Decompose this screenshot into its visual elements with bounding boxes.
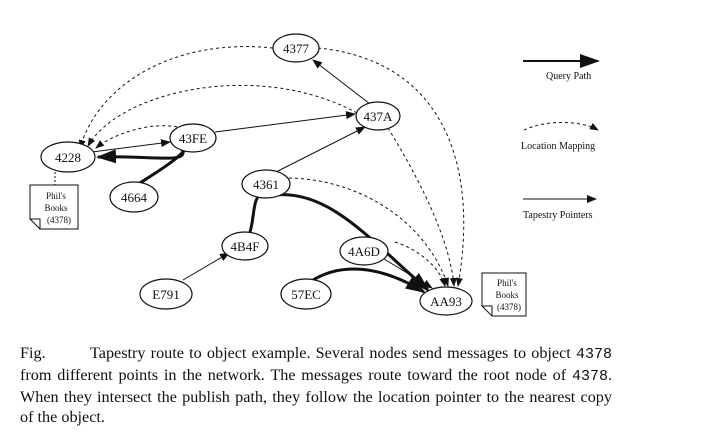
node-4a6d: 4A6D bbox=[339, 236, 389, 266]
pointer-437a-4377 bbox=[312, 59, 371, 105]
location-mapping-437a-4228 bbox=[87, 84, 358, 147]
legend-query-path-label: Query Path bbox=[546, 71, 591, 82]
node-label-4377: 4377 bbox=[283, 41, 310, 56]
caption-fig-label: Fig. bbox=[20, 344, 46, 362]
query-4664-43fe bbox=[139, 145, 190, 185]
query-path-edges bbox=[96, 145, 430, 294]
node-4b4f: 4B4F bbox=[221, 231, 269, 261]
node-437a: 437A bbox=[355, 101, 401, 131]
location-mapping-4a6d-aa93 bbox=[394, 241, 447, 287]
caption-text-2: from different points in the network. Th… bbox=[20, 366, 572, 384]
node-label-4361: 4361 bbox=[253, 177, 279, 192]
document-right-line-3: (4378) bbox=[497, 302, 521, 312]
node-4664: 4664 bbox=[109, 181, 159, 213]
node-43fe: 43FE bbox=[169, 123, 217, 153]
node-label-437a: 437A bbox=[364, 109, 394, 124]
node-label-4b4f: 4B4F bbox=[231, 239, 260, 254]
location-mapping-4377-aa93 bbox=[317, 47, 465, 287]
node-e791: E791 bbox=[139, 278, 193, 310]
node-label-4228: 4228 bbox=[55, 150, 81, 165]
query-57ec-aa93 bbox=[309, 267, 426, 294]
location-mapping-4377-4228 bbox=[78, 46, 274, 149]
document-left-line-2: Books bbox=[44, 203, 68, 213]
location-mapping-4361-aa93 bbox=[288, 177, 449, 287]
location-mapping-437a-aa93 bbox=[387, 127, 457, 287]
node-57ec: 57EC bbox=[280, 278, 332, 310]
pointer-e791-4b4f bbox=[182, 252, 230, 281]
document-right-line-1: Phil's bbox=[497, 278, 517, 288]
legend: Query Path Location Mapping Tapestry Poi… bbox=[521, 54, 600, 221]
figure-caption: Fig. Tapestry route to object example. Se… bbox=[20, 343, 612, 427]
pointer-43fe-437a bbox=[214, 111, 356, 133]
legend-location-mapping-label: Location Mapping bbox=[521, 141, 595, 152]
node-label-57ec: 57EC bbox=[291, 287, 321, 302]
caption-text-1: Tapestry route to object example. Severa… bbox=[90, 344, 576, 362]
query-4361-aa93 bbox=[274, 193, 430, 292]
node-4361: 4361 bbox=[241, 169, 291, 199]
node-4377: 4377 bbox=[272, 33, 320, 63]
caption-object-id-1: 4378 bbox=[575, 346, 612, 363]
node-label-e791: E791 bbox=[152, 287, 179, 302]
pointer-4361-437a bbox=[275, 126, 366, 173]
document-left-line-3: (4378) bbox=[47, 215, 71, 225]
legend-tapestry-pointers-label: Tapestry Pointers bbox=[523, 210, 593, 221]
query-43fe-4228 bbox=[96, 148, 185, 164]
node-label-43fe: 43FE bbox=[179, 131, 207, 146]
node-label-aa93: AA93 bbox=[430, 294, 462, 309]
node-4228: 4228 bbox=[40, 141, 96, 173]
legend-location-mapping-swatch bbox=[523, 122, 599, 131]
location-mapping-edges bbox=[78, 46, 465, 287]
document-icon-left: Phil's Books (4378) bbox=[29, 172, 79, 230]
document-right-line-2: Books bbox=[495, 290, 519, 300]
node-label-4a6d: 4A6D bbox=[348, 244, 380, 259]
pointer-4228-43fe bbox=[91, 139, 171, 153]
tapestry-route-diagram: 4377 437A 43FE 4228 4664 4361 4B4F E791 … bbox=[29, 33, 600, 317]
document-left-line-1: Phil's bbox=[46, 191, 66, 201]
node-aa93: AA93 bbox=[419, 286, 473, 316]
caption-object-id-2: 4378 bbox=[571, 368, 608, 385]
document-icon-right: Phil's Books (4378) bbox=[481, 272, 527, 317]
caption-text-3: . When they intersect the publish path, … bbox=[20, 366, 612, 426]
location-mapping-43fe-4228 bbox=[95, 125, 184, 149]
node-label-4664: 4664 bbox=[121, 190, 148, 205]
